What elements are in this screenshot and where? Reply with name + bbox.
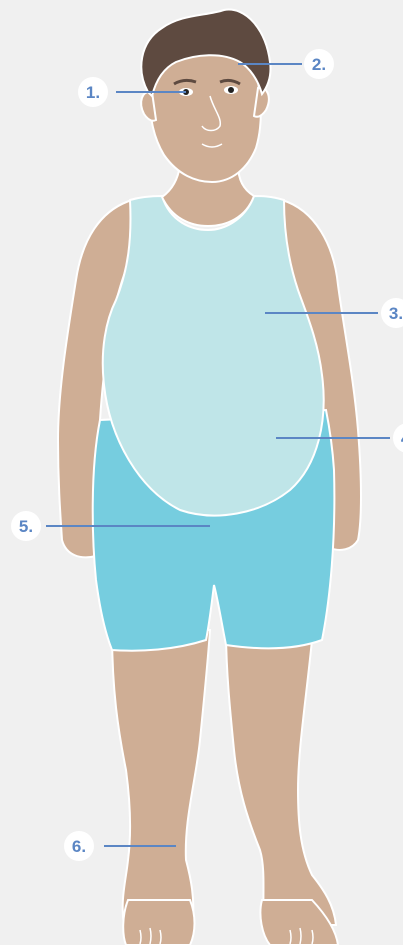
right-foot xyxy=(123,900,194,945)
label-badge-1: 1. xyxy=(78,77,108,107)
label-1-text: 1. xyxy=(86,83,100,102)
label-2-text: 2. xyxy=(312,55,326,74)
label-5-text: 5. xyxy=(19,517,33,536)
label-6-text: 6. xyxy=(72,837,86,856)
label-badge-6: 6. xyxy=(64,831,94,861)
label-3-text: 3. xyxy=(389,304,403,323)
label-badge-2: 2. xyxy=(304,49,334,79)
label-badge-5: 5. xyxy=(11,511,41,541)
